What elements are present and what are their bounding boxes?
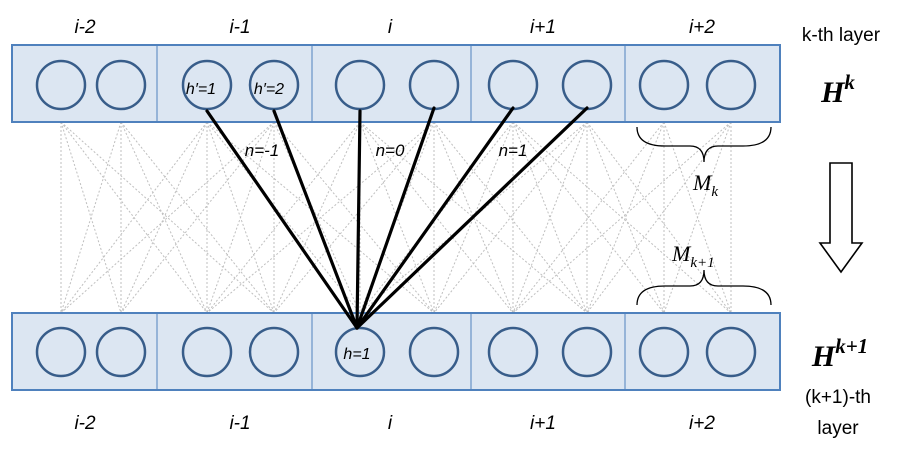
top-layer-symbol: Hk [820,70,855,109]
top-span-brace [636,126,772,163]
bottom-layer-dividers [156,313,626,390]
strong-connection [355,106,589,330]
top-pos-label-i-minus-2: i-2 [74,17,96,38]
bottom-unit [638,326,690,378]
top-unit [35,59,87,111]
down-arrow-icon [818,162,864,274]
faint-connection [120,121,275,314]
bottom-unit [248,326,300,378]
strong-connection [205,109,359,330]
faint-connection [120,121,208,314]
top-unit [705,59,757,111]
top-layer-caption: k-th layer [802,25,881,46]
faint-connection [586,121,665,314]
top-position-labels: i-2 i-1 i i+1 i+2 [74,17,715,38]
bottom-unit [408,326,460,378]
faint-connection [359,121,514,314]
bottom-pos-label-i: i [388,413,393,434]
top-pos-label-i-plus-2: i+2 [689,17,715,38]
top-pos-label-i-plus-1: i+1 [530,17,556,38]
faint-connection [60,121,208,314]
bottom-pos-label-i-minus-2: i-2 [74,413,96,434]
top-unit [561,59,613,111]
top-unit [181,59,233,111]
top-span-label-sub: k [711,184,718,200]
faint-connection [586,121,665,314]
bottom-unit [561,326,613,378]
unit-label-h-prime-2: h′=2 [254,81,284,98]
bottom-position-labels: i-2 i-1 i i+1 i+2 [74,413,715,434]
bottom-pos-label-i-plus-2: i+2 [689,413,715,434]
faint-connection [663,121,732,314]
bottom-span-label: Mk+1 [671,241,715,271]
bottom-unit [35,326,87,378]
offset-label-minus-1: n=-1 [245,141,280,160]
top-pos-label-i: i [388,17,393,38]
faint-connection [433,121,588,314]
unit-label-h-prime-1: h′=1 [186,81,216,98]
offset-label-plus-1: n=1 [499,141,528,160]
strong-connection [355,106,515,330]
bottom-pos-label-i-plus-1: i+1 [530,413,556,434]
faint-connection [206,121,435,314]
bottom-unit [95,326,147,378]
bottom-pos-label-i-minus-1: i-1 [229,413,250,434]
bottom-layer-symbol-base: H [811,340,837,373]
bottom-layer-caption-line1: (k+1)-th [805,387,871,408]
bottom-unit [705,326,757,378]
top-layer-symbol-sup: k [844,70,855,94]
offset-label-0: n=0 [376,141,405,160]
strong-connection [355,106,436,330]
faint-connection [60,121,122,314]
top-unit [487,59,539,111]
top-layer-units [35,59,757,111]
faint-connection [359,121,514,314]
faint-connection [206,121,361,314]
top-unit [408,59,460,111]
bottom-layer-symbol-sup: k+1 [835,334,868,358]
bottom-span-brace [636,269,772,306]
top-span-label: Mk [692,170,718,200]
bottom-layer-caption-line2: layer [817,418,859,439]
bottom-unit [334,326,386,378]
bottom-unit [487,326,539,378]
top-layer-dividers [156,45,626,122]
unit-label-h-1: h=1 [343,346,370,363]
faint-connection [512,121,732,314]
strong-connection [355,109,362,330]
faint-connection [433,121,514,314]
top-unit [95,59,147,111]
faint-connection [273,121,361,314]
faint-connection [433,121,514,314]
top-layer [11,44,781,123]
faint-connection [206,121,275,314]
top-layer-symbol-base: H [820,76,846,109]
bottom-layer-symbol: Hk+1 [811,334,868,373]
bottom-span-label-sub: k+1 [690,255,714,271]
top-unit [334,59,386,111]
faint-connection [273,121,435,314]
top-unit [248,59,300,111]
bottom-span-label-base: M [671,241,692,266]
bottom-layer [11,312,781,391]
top-span-label-base: M [692,170,713,195]
strong-connection [272,109,359,330]
top-unit [638,59,690,111]
faint-connection [433,121,588,314]
faint-connection [120,121,275,314]
highlighted-connections [205,106,589,330]
bottom-layer-units [35,326,757,378]
faint-connection [206,121,361,314]
top-pos-label-i-minus-1: i-1 [229,17,250,38]
bottom-unit [181,326,233,378]
